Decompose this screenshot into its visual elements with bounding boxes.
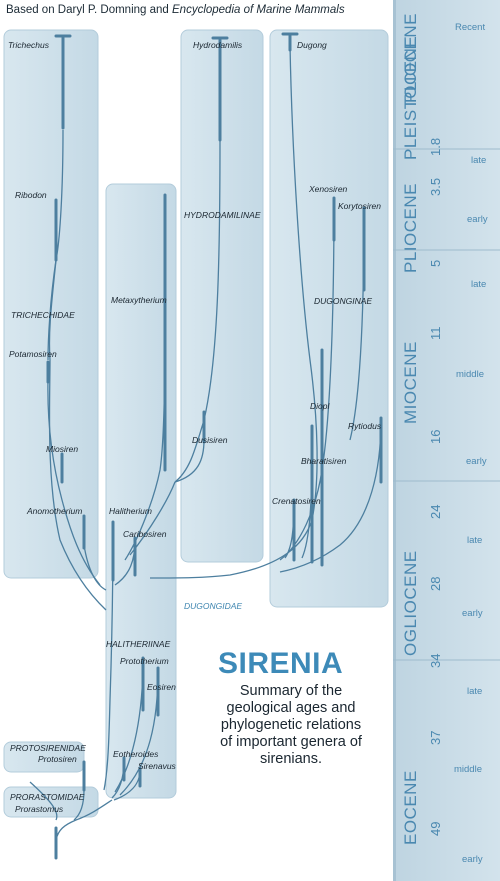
timescale-column <box>393 0 500 881</box>
genus-potamosiren: Potamosiren <box>9 349 57 359</box>
group-hydrodamilinae: HYDRODAMILINAE <box>184 210 261 220</box>
panel-dugonginae <box>269 29 389 608</box>
genus-xenosiren: Xenosiren <box>309 184 348 194</box>
panel-dugongidae <box>105 183 177 799</box>
extant-caps <box>54 32 299 40</box>
sub-middle-eocene: middle <box>454 764 482 775</box>
age-34: 34 <box>428 653 443 668</box>
summary-line: phylogenetic relations <box>220 717 362 733</box>
source-credit: Based on Daryl P. Domning and Encycloped… <box>6 4 345 16</box>
genus-trichechus: Trichechus <box>8 40 49 50</box>
sub-early-ogliocene: early <box>462 608 483 619</box>
genus-prorastomus: Prorastomus <box>15 804 64 814</box>
summary-line: geological ages and <box>226 700 356 716</box>
group-trichechidae: TRICHECHIDAE <box>11 310 75 320</box>
age-3-5: 3.5 <box>428 177 443 196</box>
age-11: 11 <box>428 326 443 341</box>
group-dugongidae: DUGONGIDAE <box>184 601 243 611</box>
age-49: 49 <box>428 821 443 836</box>
sub-late-eocene: late <box>467 686 483 697</box>
genus-metaxytherium: Metaxytherium <box>111 295 167 305</box>
genus-anomotherium: Anomotherium <box>27 506 83 516</box>
genus-bharatisiren: Bharatisiren <box>301 456 347 466</box>
age-5: 5 <box>428 259 443 267</box>
genus-ribodon: Ribodon <box>15 190 47 200</box>
period-miocene: MIOCENE <box>401 341 420 424</box>
sub-late-ogliocene: late <box>467 535 483 546</box>
timescale-edge <box>393 0 396 881</box>
genus-range-bars <box>46 34 383 860</box>
genus-prototherium: Prototherium <box>120 656 169 666</box>
age-24: 24 <box>428 504 443 519</box>
genus-protosiren: Protosiren <box>38 754 77 764</box>
sub-early-pliocene: early <box>467 214 488 225</box>
diagram-title: SIRENIA <box>218 647 344 680</box>
age-28: 28 <box>428 576 443 591</box>
diagram-summary: Summary of the geological ages and phylo… <box>196 683 386 768</box>
genus-dugong: Dugong <box>297 40 327 50</box>
summary-line: of important genera of <box>220 734 362 750</box>
sub-early-miocene: early <box>466 456 487 467</box>
age-16: 16 <box>428 429 443 444</box>
genus-crenatosiren: Crenatosiren <box>272 496 321 506</box>
summary-line: sirenians. <box>259 751 323 767</box>
age-37: 37 <box>428 730 443 745</box>
group-halitheriinae: HALITHERIINAE <box>106 639 171 649</box>
group-prorastomidae: PRORASTOMIDAE <box>10 792 85 802</box>
age-1-8: 1.8 <box>428 137 443 156</box>
period-pliocene: PLIOCENE <box>401 183 420 273</box>
sub-late-miocene: late <box>471 279 487 290</box>
period-ogliocene: OGLIOCENE <box>401 550 420 656</box>
credit-prefix: Based on Daryl P. Domning and <box>6 4 172 16</box>
genus-miosiren: Miosiren <box>46 444 79 454</box>
genus-caribosiren: Caribosiren <box>123 529 167 539</box>
sub-recent: Recent <box>455 22 486 33</box>
genus-dusisiren: Dusisiren <box>192 435 228 445</box>
period-pleistocene: PLEISTOCENE <box>401 35 420 160</box>
summary-line: Summary of the <box>239 683 343 699</box>
genus-hydrodamilis: Hydrodamilis <box>193 40 243 50</box>
group-protosirenidae: PROTOSIRENIDAE <box>10 743 86 753</box>
genus-eotheroides: Eotheroides <box>113 749 159 759</box>
period-eocene: EOCENE <box>401 770 420 845</box>
genus-rytiodus: Rytiodus <box>348 421 382 431</box>
genus-eosiren: Eosiren <box>147 682 176 692</box>
genus-korytosiren: Korytosiren <box>338 201 381 211</box>
panel-hydrodamilinae <box>180 29 264 563</box>
panel-prorastomidae <box>3 786 99 818</box>
sub-early-eocene: early <box>462 854 483 865</box>
sub-late-pliocene: late <box>471 155 487 166</box>
phylogeny-branches <box>29 44 382 841</box>
genus-diopl: Diopl <box>310 401 330 411</box>
sub-middle-miocene: middle <box>456 369 484 380</box>
credit-source: Encyclopedia of Marine Mammals <box>172 4 345 16</box>
panel-protosirenidae <box>3 741 85 773</box>
group-dugonginae: DUGONGINAE <box>314 296 373 306</box>
genus-sirenavus: Sirenavus <box>138 761 176 771</box>
genus-halitherium: Halitherium <box>109 506 152 516</box>
